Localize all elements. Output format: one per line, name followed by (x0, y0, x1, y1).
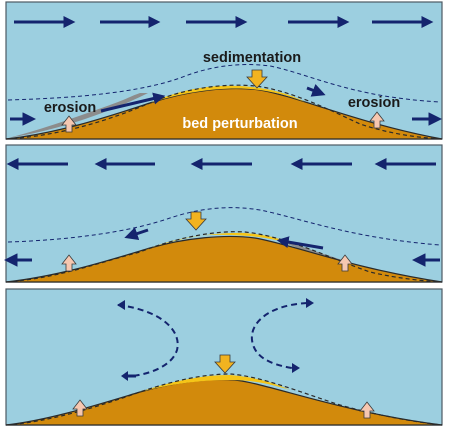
erosion-arrow (61, 115, 77, 133)
sediment-deposit (150, 85, 305, 103)
flow-arrows-bed (10, 84, 442, 126)
erosion-arrow (359, 401, 375, 419)
erosion-arrow (72, 399, 88, 417)
panel-reverse-flow (4, 144, 443, 283)
bed-perturbation-label: bed perturbation (182, 116, 297, 132)
new-bed-outline (5, 231, 443, 283)
deposition-arrow (185, 211, 207, 231)
vortex-arrowhead-left (121, 371, 128, 381)
erosion-label-left: erosion (44, 100, 96, 116)
new-bed-outline (5, 84, 443, 140)
flow-arrow (124, 227, 149, 241)
eroded-region-left (8, 93, 148, 138)
flow-arrows-bed (4, 227, 440, 267)
new-bed-outline (5, 373, 443, 426)
vortex-arrowhead-left-top (117, 300, 125, 310)
vortex-left (117, 304, 179, 377)
streamline (7, 207, 441, 246)
deposition-arrow (214, 354, 236, 374)
erosion-label-right: erosion (348, 95, 400, 111)
flow-arrow (306, 84, 326, 97)
flow-arrow (100, 92, 166, 113)
streamline (7, 64, 441, 103)
flow-arrow (276, 236, 324, 250)
panel-vortex-flow (5, 288, 443, 426)
sediment-deposit (140, 375, 290, 392)
sedimentation-label: sedimentation (203, 50, 301, 66)
erosion-arrow (337, 254, 353, 272)
vortex-arrowhead-right (306, 298, 314, 308)
bed-perturbation (5, 87, 443, 140)
vortex-arrowhead-right-bottom (292, 363, 300, 373)
erosion-arrow (369, 111, 385, 129)
erosion-arrow (61, 254, 77, 272)
panel-forward-flow: sedimentation erosion erosion bed pertur… (5, 1, 443, 140)
deposition-arrow (246, 69, 268, 89)
vortex-right (250, 302, 308, 369)
